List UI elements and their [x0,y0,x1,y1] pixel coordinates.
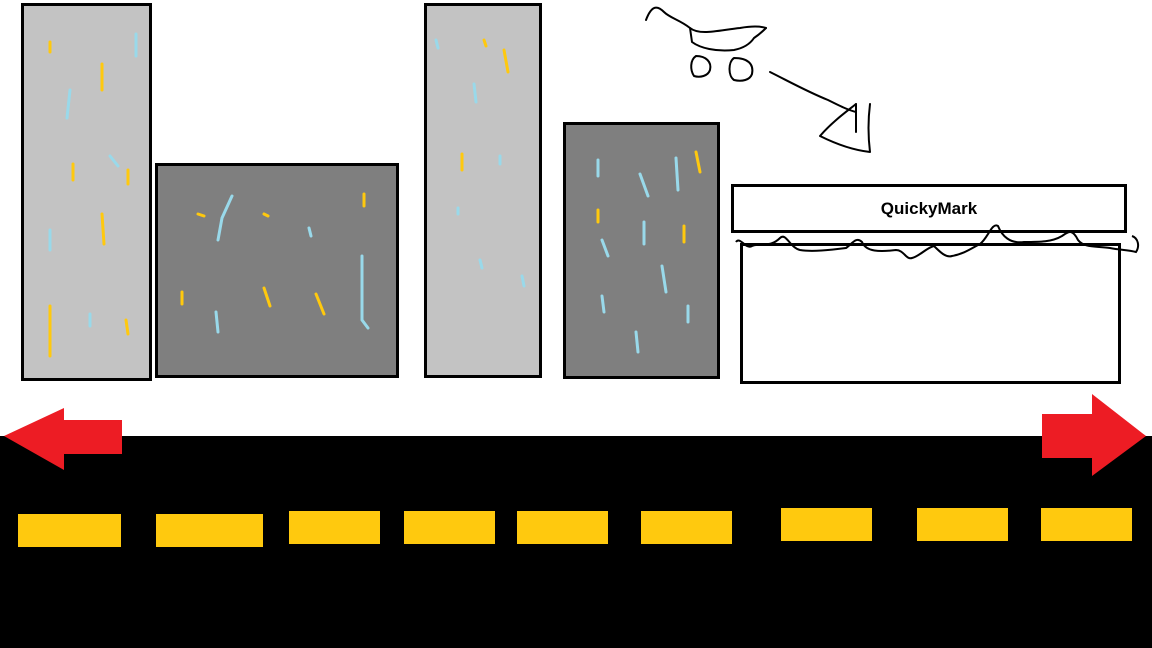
lane-marking [1041,508,1132,541]
lane-marking [917,508,1008,541]
lane-marking [517,511,608,544]
lane-marking [641,511,732,544]
building-3 [424,3,542,378]
building-2 [155,163,399,378]
store-building [740,243,1121,384]
lane-marking [781,508,872,541]
lane-marking [18,514,121,547]
building-windows [48,32,702,358]
lane-marking [156,514,263,547]
shopping-cart-icon [645,6,871,153]
lane-marking [289,511,380,544]
building-4 [563,122,720,379]
arrow-right-icon[interactable] [1040,392,1150,478]
lane-marking [404,511,495,544]
building-1 [21,3,152,381]
store-sign: QuickyMark [731,184,1127,233]
store-awning [735,224,1140,260]
arrow-left-icon[interactable] [2,406,124,472]
store-sign-label: QuickyMark [880,198,978,218]
